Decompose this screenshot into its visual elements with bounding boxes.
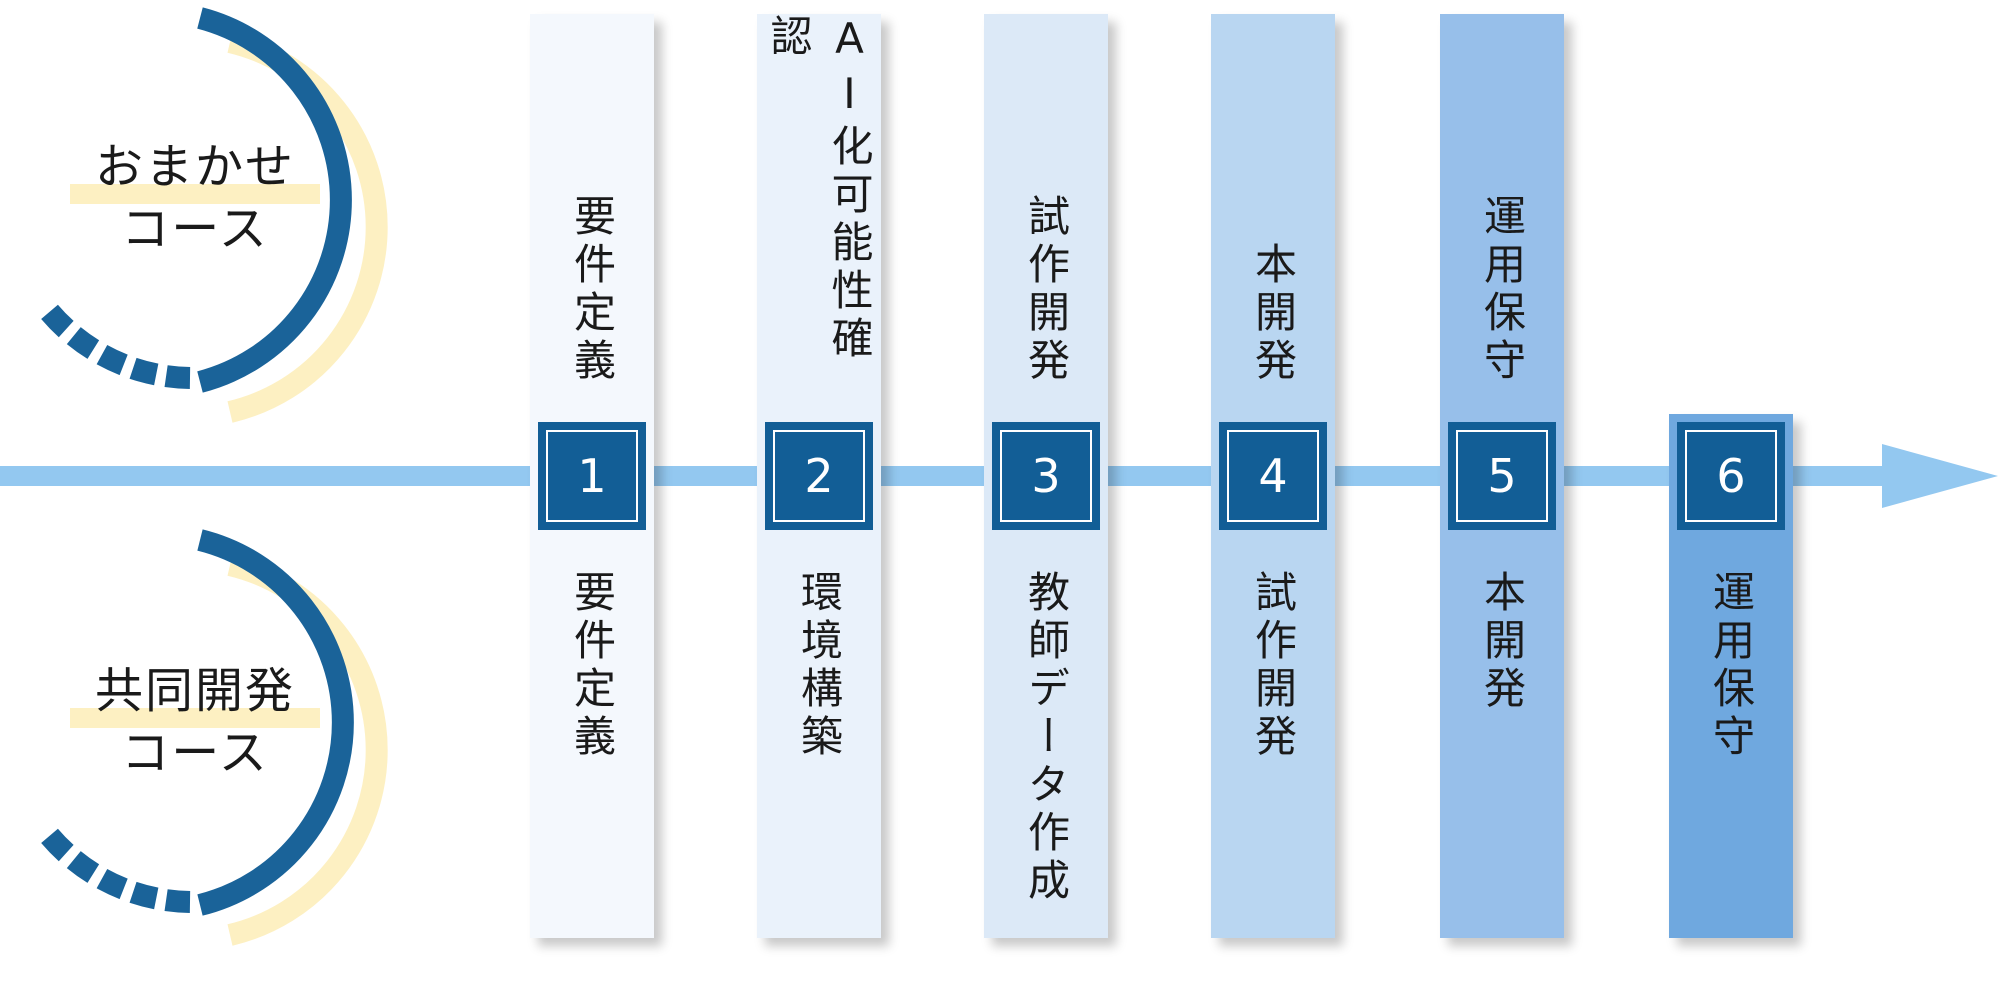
step-bottom-label: 教師データ作成 <box>1021 570 1071 906</box>
step-number: 4 <box>1227 430 1319 522</box>
step-number-badge: 2 <box>765 422 873 530</box>
step-number: 3 <box>1000 430 1092 522</box>
timeline-bar <box>0 466 1900 486</box>
arrow-head-icon <box>1882 444 1998 508</box>
course-label-kyodo: 共同開発 コース <box>60 660 330 784</box>
step-top-label: AI化可能性確認 <box>764 14 874 364</box>
course-label-line: 共同開発 <box>94 663 295 719</box>
step-bottom-label: 試作開発 <box>1248 570 1298 762</box>
step-top-label: 試作開発 <box>1021 194 1071 386</box>
course-label-omakase: おまかせ コース <box>60 136 330 260</box>
step-bottom-label: 環境構築 <box>794 570 844 762</box>
course-label-line: おまかせ <box>94 139 295 195</box>
step-top-label: 運用保守 <box>1477 194 1527 386</box>
step-number: 5 <box>1456 430 1548 522</box>
course-arcs <box>39 7 388 946</box>
course-label-line: コース <box>121 725 269 781</box>
step-number-badge: 1 <box>538 422 646 530</box>
step-top-label: 本開発 <box>1248 242 1298 386</box>
step-number-badge: 3 <box>992 422 1100 530</box>
arc-kyodo <box>39 529 388 946</box>
arc-omakase <box>39 7 388 423</box>
step-top-label: 要件定義 <box>567 194 617 386</box>
step-bottom-label: 要件定義 <box>567 570 617 762</box>
step-number-badge: 5 <box>1448 422 1556 530</box>
step-number-badge: 6 <box>1677 422 1785 530</box>
course-label-line: コース <box>121 201 269 257</box>
step-number: 6 <box>1685 430 1777 522</box>
step-number: 2 <box>773 430 865 522</box>
step-bottom-label: 運用保守 <box>1706 570 1756 762</box>
step-bottom-label: 本開発 <box>1477 570 1527 714</box>
step-number-badge: 4 <box>1219 422 1327 530</box>
step-number: 1 <box>546 430 638 522</box>
